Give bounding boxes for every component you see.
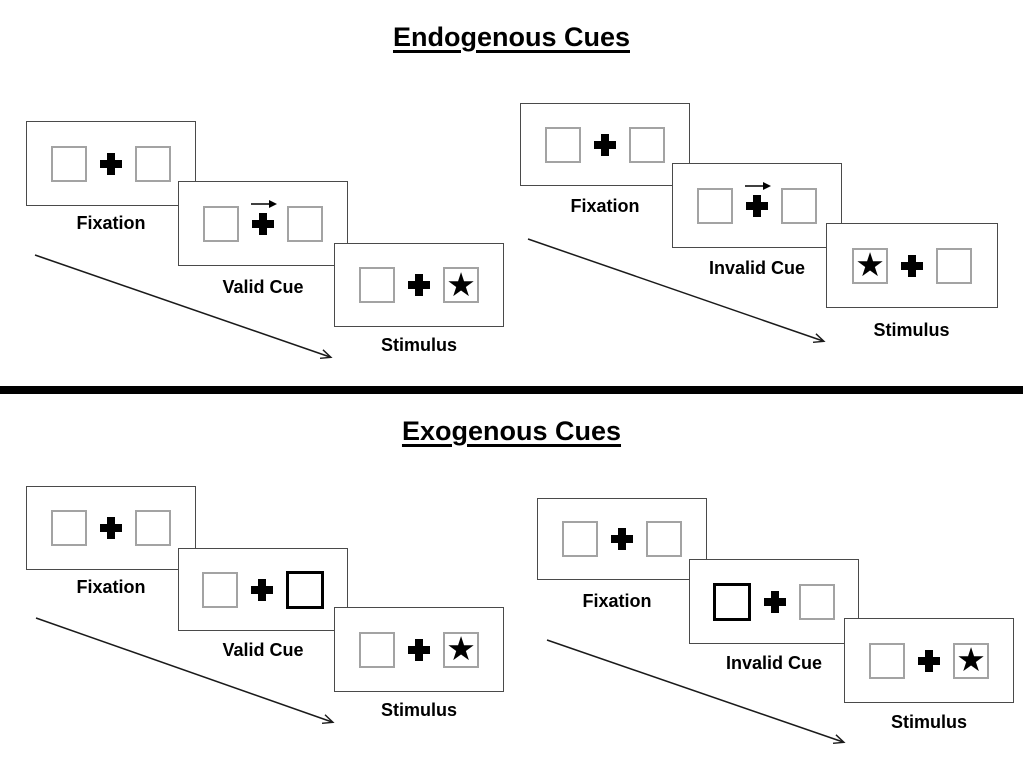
screen-panel-valid-cue xyxy=(178,181,348,266)
timeline-arrow xyxy=(546,639,846,745)
sequence-endogenous-invalid: Fixation Invalid Cue ★ Stimulus xyxy=(520,103,1020,353)
panel-label-stimulus: Stimulus xyxy=(890,712,967,732)
screen-panel-fixation xyxy=(537,498,707,580)
fixation-cross-icon xyxy=(745,181,771,217)
highlighted-cue-box xyxy=(713,582,751,621)
timeline-arrow xyxy=(35,617,335,724)
screen-panel-stimulus: ★ xyxy=(334,243,504,327)
target-star-box: ★ xyxy=(953,640,989,679)
section-title-endogenous: Endogenous Cues xyxy=(0,22,1023,53)
screen-panel-invalid-cue xyxy=(672,163,842,248)
fixation-cross-icon xyxy=(611,528,633,550)
section-title-exogenous: Exogenous Cues xyxy=(0,416,1023,447)
target-star-box: ★ xyxy=(443,629,479,668)
screen-panel-stimulus: ★ xyxy=(334,607,504,692)
star-icon: ★ xyxy=(855,245,885,284)
screen-panel-fixation xyxy=(520,103,690,186)
sequence-exogenous-valid: Fixation Valid Cue ★ Stimulus xyxy=(26,486,506,736)
fixation-cross-icon xyxy=(100,517,122,539)
timeline-arrow xyxy=(527,238,826,344)
panel-label-fixation: Fixation xyxy=(582,591,652,611)
right-arrow-cue-icon xyxy=(745,181,771,190)
fixation-cross-icon xyxy=(918,649,940,672)
fixation-cross-icon xyxy=(764,590,786,613)
panel-label-stimulus: Stimulus xyxy=(380,335,457,355)
screen-panel-fixation xyxy=(26,121,196,206)
panel-label-fixation: Fixation xyxy=(570,196,640,216)
sequence-exogenous-invalid: Fixation Invalid Cue ★ Stimulus xyxy=(537,498,1023,758)
fixation-cross-icon xyxy=(594,133,616,156)
timeline-arrow xyxy=(34,254,333,360)
right-placeholder-box xyxy=(799,583,835,620)
highlighted-cue-box xyxy=(286,570,324,609)
left-placeholder-box xyxy=(359,631,395,668)
right-arrow-cue-icon xyxy=(251,199,277,208)
section-divider xyxy=(0,386,1023,394)
section-title-text: Exogenous Cues xyxy=(401,416,622,446)
star-icon: ★ xyxy=(446,629,476,668)
section-title-text: Endogenous Cues xyxy=(392,22,630,52)
screen-panel-valid-cue xyxy=(178,548,348,631)
sequence-endogenous-valid: Fixation Valid Cue ★ Stimulus xyxy=(26,121,506,371)
fixation-cross-icon xyxy=(251,199,277,235)
left-placeholder-box xyxy=(562,521,598,557)
fixation-cross-icon xyxy=(251,578,273,601)
left-placeholder-box xyxy=(697,187,733,224)
panel-label-invalid-cue: Invalid Cue xyxy=(708,258,806,278)
left-placeholder-box xyxy=(359,267,395,303)
panel-label-invalid-cue: Invalid Cue xyxy=(725,653,823,673)
panel-label-valid-cue: Valid Cue xyxy=(222,277,304,297)
target-star-box: ★ xyxy=(443,267,479,303)
star-icon: ★ xyxy=(446,264,476,304)
right-placeholder-box xyxy=(135,145,171,182)
fixation-cross-icon xyxy=(901,254,923,277)
target-star-box: ★ xyxy=(852,245,888,284)
star-icon: ★ xyxy=(956,640,986,679)
left-placeholder-box xyxy=(203,205,239,242)
right-placeholder-box xyxy=(135,510,171,546)
panel-label-valid-cue: Valid Cue xyxy=(222,640,304,660)
panel-label-stimulus: Stimulus xyxy=(380,700,457,720)
left-placeholder-box xyxy=(202,571,238,608)
screen-panel-stimulus: ★ xyxy=(826,223,998,308)
right-placeholder-box xyxy=(936,247,972,284)
fixation-cross-icon xyxy=(408,638,430,661)
screen-panel-stimulus: ★ xyxy=(844,618,1014,703)
right-placeholder-box xyxy=(629,126,665,163)
right-placeholder-box xyxy=(646,521,682,557)
left-placeholder-box xyxy=(51,510,87,546)
panel-label-fixation: Fixation xyxy=(76,577,146,597)
right-placeholder-box xyxy=(287,205,323,242)
panel-label-stimulus: Stimulus xyxy=(873,320,950,340)
left-placeholder-box xyxy=(869,642,905,679)
screen-panel-invalid-cue xyxy=(689,559,859,644)
panel-label-fixation: Fixation xyxy=(76,213,146,233)
right-placeholder-box xyxy=(781,187,817,224)
screen-panel-fixation xyxy=(26,486,196,570)
left-placeholder-box xyxy=(545,126,581,163)
fixation-cross-icon xyxy=(100,152,122,175)
left-placeholder-box xyxy=(51,145,87,182)
fixation-cross-icon xyxy=(408,274,430,296)
